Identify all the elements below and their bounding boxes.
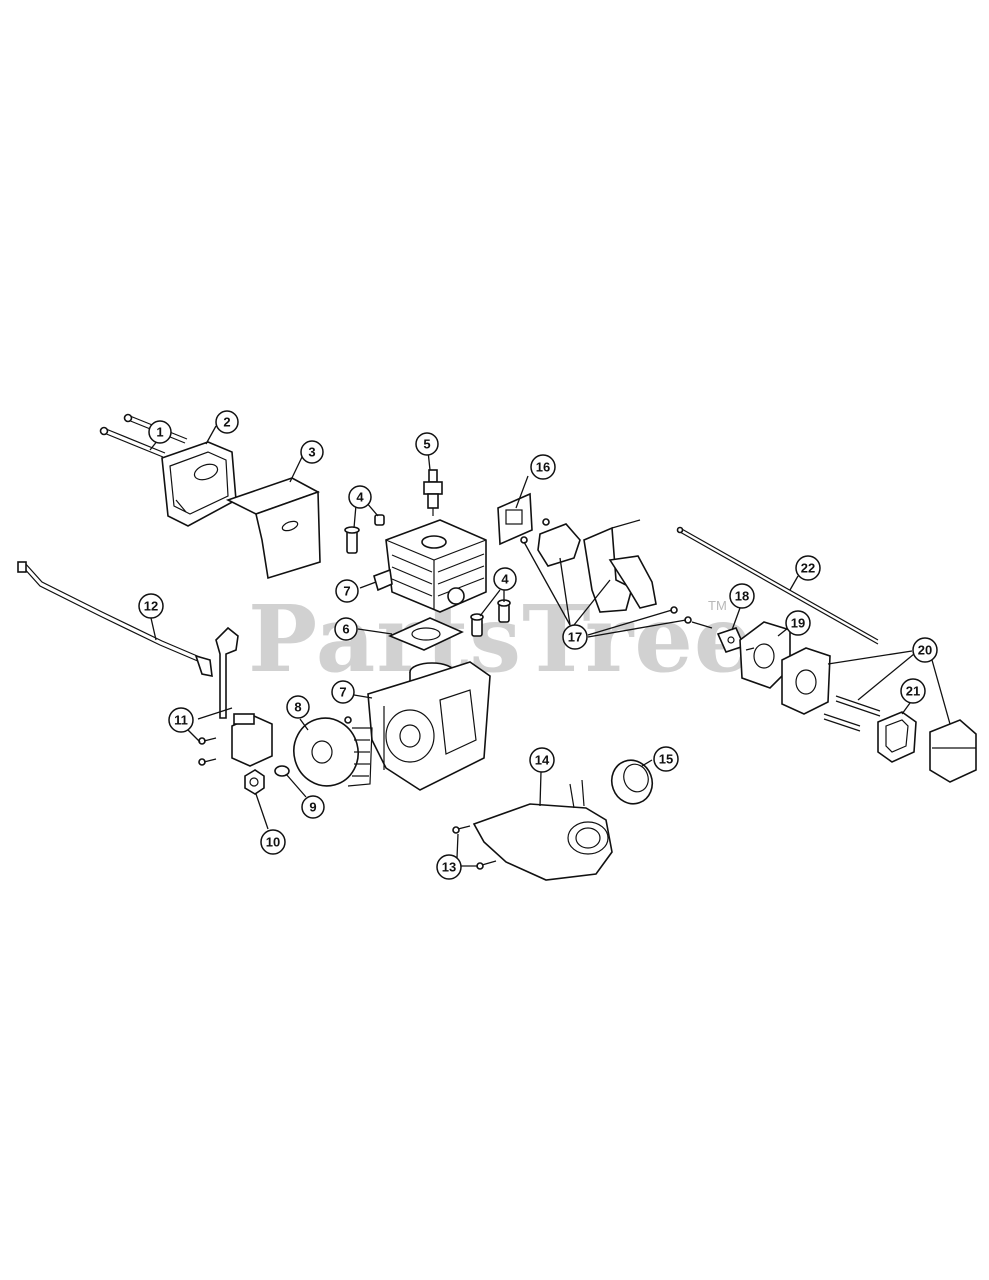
callout-11: 11 bbox=[168, 707, 194, 733]
part-cylinder-gasket bbox=[387, 617, 464, 651]
part-cylinder-bolts-right bbox=[470, 599, 511, 637]
svg-text:4: 4 bbox=[501, 572, 509, 587]
svg-text:6: 6 bbox=[342, 622, 349, 637]
svg-text:17: 17 bbox=[568, 630, 582, 645]
part-ignition-module bbox=[198, 626, 273, 767]
svg-text:14: 14 bbox=[535, 753, 550, 768]
svg-text:1: 1 bbox=[156, 425, 163, 440]
svg-text:12: 12 bbox=[144, 599, 158, 614]
callout-16: 16 bbox=[530, 454, 556, 480]
part-intake-assembly bbox=[520, 518, 713, 629]
part-cylinder bbox=[373, 519, 487, 613]
callout-5: 5 bbox=[415, 432, 439, 456]
svg-text:4: 4 bbox=[356, 490, 364, 505]
svg-text:16: 16 bbox=[536, 460, 550, 475]
svg-text:7: 7 bbox=[343, 584, 350, 599]
svg-text:15: 15 bbox=[659, 752, 673, 767]
part-cover-screws bbox=[452, 825, 497, 870]
part-washer bbox=[274, 765, 290, 777]
svg-text:3: 3 bbox=[308, 445, 315, 460]
callout-4-lower: 4 bbox=[493, 567, 517, 591]
part-intake-gasket bbox=[497, 492, 533, 546]
callout-6: 6 bbox=[334, 617, 358, 641]
part-throttle-rod bbox=[676, 526, 879, 645]
part-engine-cover bbox=[472, 779, 613, 881]
part-air-filter-base bbox=[781, 647, 881, 732]
part-carburetor bbox=[739, 621, 791, 689]
svg-text:20: 20 bbox=[918, 643, 932, 658]
svg-text:11: 11 bbox=[174, 713, 188, 728]
svg-text:19: 19 bbox=[791, 616, 805, 631]
svg-text:9: 9 bbox=[309, 800, 316, 815]
part-spark-plug bbox=[423, 469, 443, 516]
callout-17: 17 bbox=[562, 624, 588, 650]
svg-text:10: 10 bbox=[266, 835, 280, 850]
callout-2: 2 bbox=[215, 410, 239, 434]
svg-text:5: 5 bbox=[423, 437, 430, 452]
svg-text:21: 21 bbox=[906, 684, 920, 699]
callout-7-lower: 7 bbox=[331, 680, 355, 704]
part-ignition-wire bbox=[17, 561, 213, 678]
part-muffler-bolts bbox=[99, 413, 188, 458]
part-air-filter-element bbox=[877, 711, 917, 763]
callout-22: 22 bbox=[795, 555, 821, 581]
svg-text:7: 7 bbox=[339, 685, 346, 700]
callout-19: 19 bbox=[785, 610, 811, 636]
svg-text:22: 22 bbox=[801, 561, 815, 576]
callout-10: 10 bbox=[260, 829, 286, 855]
part-fuel-cap bbox=[610, 759, 654, 805]
part-nut bbox=[244, 769, 265, 795]
part-crankcase bbox=[344, 661, 491, 791]
callout-1: 1 bbox=[148, 420, 172, 444]
callout-12: 12 bbox=[138, 593, 164, 619]
callout-18: 18 bbox=[729, 583, 755, 609]
watermark-trademark: TM bbox=[708, 598, 727, 613]
part-air-filter-cover bbox=[929, 719, 977, 783]
svg-text:8: 8 bbox=[294, 700, 301, 715]
svg-text:13: 13 bbox=[442, 860, 456, 875]
part-heat-shield bbox=[225, 477, 321, 580]
callout-9: 9 bbox=[301, 795, 325, 819]
callout-14: 14 bbox=[529, 747, 555, 773]
callout-7-upper: 7 bbox=[335, 579, 359, 603]
svg-text:18: 18 bbox=[735, 589, 749, 604]
svg-text:2: 2 bbox=[223, 415, 230, 430]
callout-8: 8 bbox=[286, 695, 310, 719]
part-cylinder-bolts-left bbox=[344, 514, 385, 554]
callout-13: 13 bbox=[436, 854, 462, 880]
callout-20: 20 bbox=[912, 637, 938, 663]
callout-4-upper: 4 bbox=[348, 485, 372, 509]
part-muffler bbox=[161, 441, 237, 527]
callout-3: 3 bbox=[300, 440, 324, 464]
callout-15: 15 bbox=[653, 746, 679, 772]
leader-lines bbox=[149, 425, 951, 867]
part-flywheel bbox=[293, 717, 373, 787]
callout-21: 21 bbox=[900, 678, 926, 704]
